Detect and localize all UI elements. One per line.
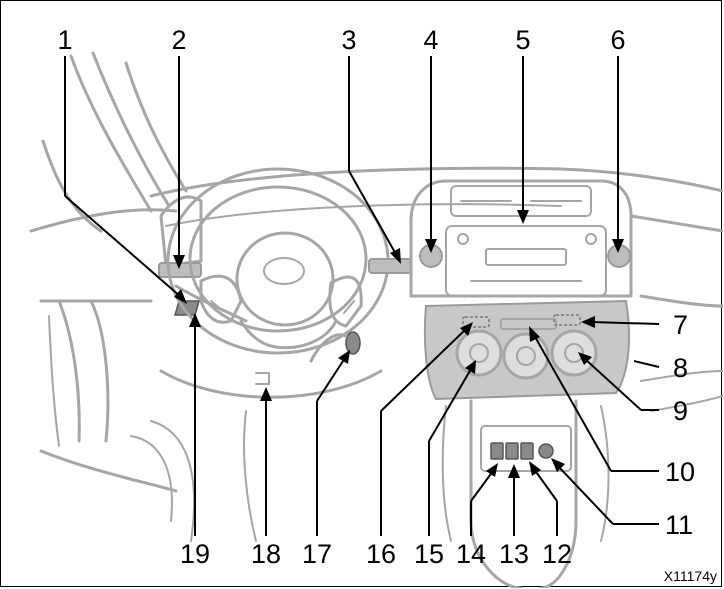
callout-4: 4 (423, 25, 438, 55)
callout-10: 10 (665, 457, 695, 487)
callout-12: 12 (542, 539, 572, 569)
callout-3: 3 (341, 25, 356, 55)
callout-17: 17 (302, 539, 332, 569)
callout-8: 8 (673, 353, 688, 383)
reference-code: X11174y (664, 568, 717, 584)
callout-9: 9 (673, 396, 688, 426)
callout-15: 15 (414, 539, 444, 569)
callout-2: 2 (171, 25, 186, 55)
callout-6: 6 (610, 25, 625, 55)
console-switch-12 (521, 443, 533, 459)
callout-1: 1 (57, 25, 72, 55)
hood-release (256, 373, 269, 384)
console-outlet-11 (539, 444, 553, 458)
callout-18: 18 (251, 539, 281, 569)
callout-14: 14 (456, 539, 486, 569)
callout-11: 11 (665, 510, 693, 540)
callout-7: 7 (673, 310, 688, 340)
callout-5: 5 (515, 25, 530, 55)
callout-13: 13 (499, 539, 529, 569)
callout-19: 19 (180, 539, 210, 569)
callout-16: 16 (366, 539, 396, 569)
ignition-switch (346, 332, 360, 354)
console-switch-13 (506, 443, 518, 459)
right-lever-stalk (369, 259, 411, 273)
dashboard-artwork (31, 53, 723, 588)
console-switch-14 (491, 443, 503, 459)
